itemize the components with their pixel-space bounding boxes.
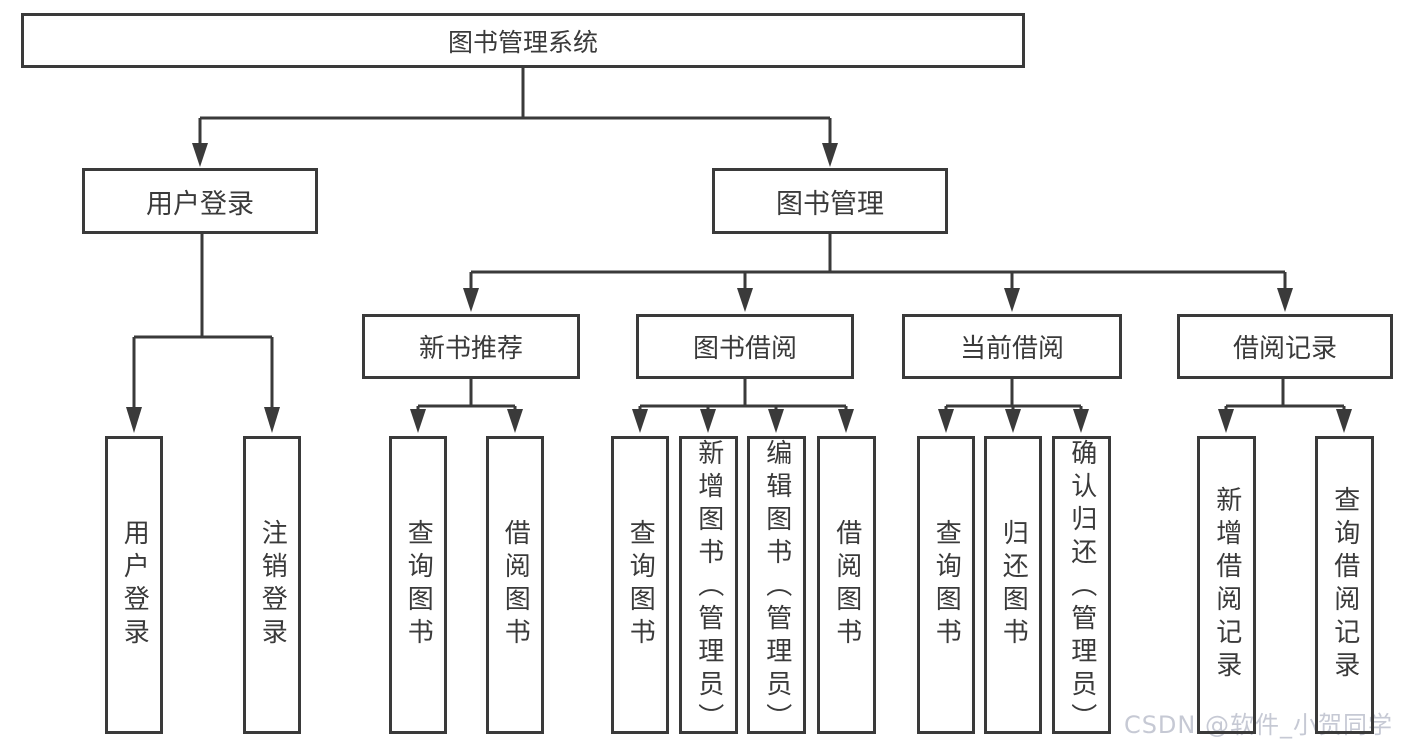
leaf-add-borrow-record: 新增借阅记录 — [1197, 436, 1256, 734]
leaf-confirm-return-admin: 确认归还（管理员） — [1052, 436, 1111, 736]
leaf-query-books-current: 查询图书 — [917, 436, 975, 734]
leaf-query-books-recommend: 查询图书 — [389, 436, 447, 734]
leaf-return-books: 归还图书 — [984, 436, 1042, 734]
leaf-logout: 注销登录 — [243, 436, 301, 734]
leaf-query-borrow-record: 查询借阅记录 — [1315, 436, 1374, 734]
node-book-borrowing: 图书借阅 — [636, 314, 854, 379]
node-new-book-recommend: 新书推荐 — [362, 314, 580, 379]
leaf-user-login: 用户登录 — [105, 436, 163, 734]
leaf-query-books-borrowing: 查询图书 — [611, 436, 669, 734]
leaf-edit-books-admin: 编辑图书（管理员） — [747, 436, 806, 736]
node-book-management: 图书管理 — [712, 168, 948, 234]
csdn-watermark: CSDN @软件_小贺同学 — [1123, 711, 1393, 739]
leaf-borrow-books: 借阅图书 — [817, 436, 876, 734]
node-current-borrowing: 当前借阅 — [902, 314, 1122, 379]
leaf-add-books-admin: 新增图书（管理员） — [679, 436, 738, 736]
node-borrowing-records: 借阅记录 — [1177, 314, 1393, 379]
leaf-borrow-books-recommend: 借阅图书 — [486, 436, 544, 734]
node-user-login: 用户登录 — [82, 168, 318, 234]
node-library-management-system: 图书管理系统 — [21, 13, 1025, 68]
